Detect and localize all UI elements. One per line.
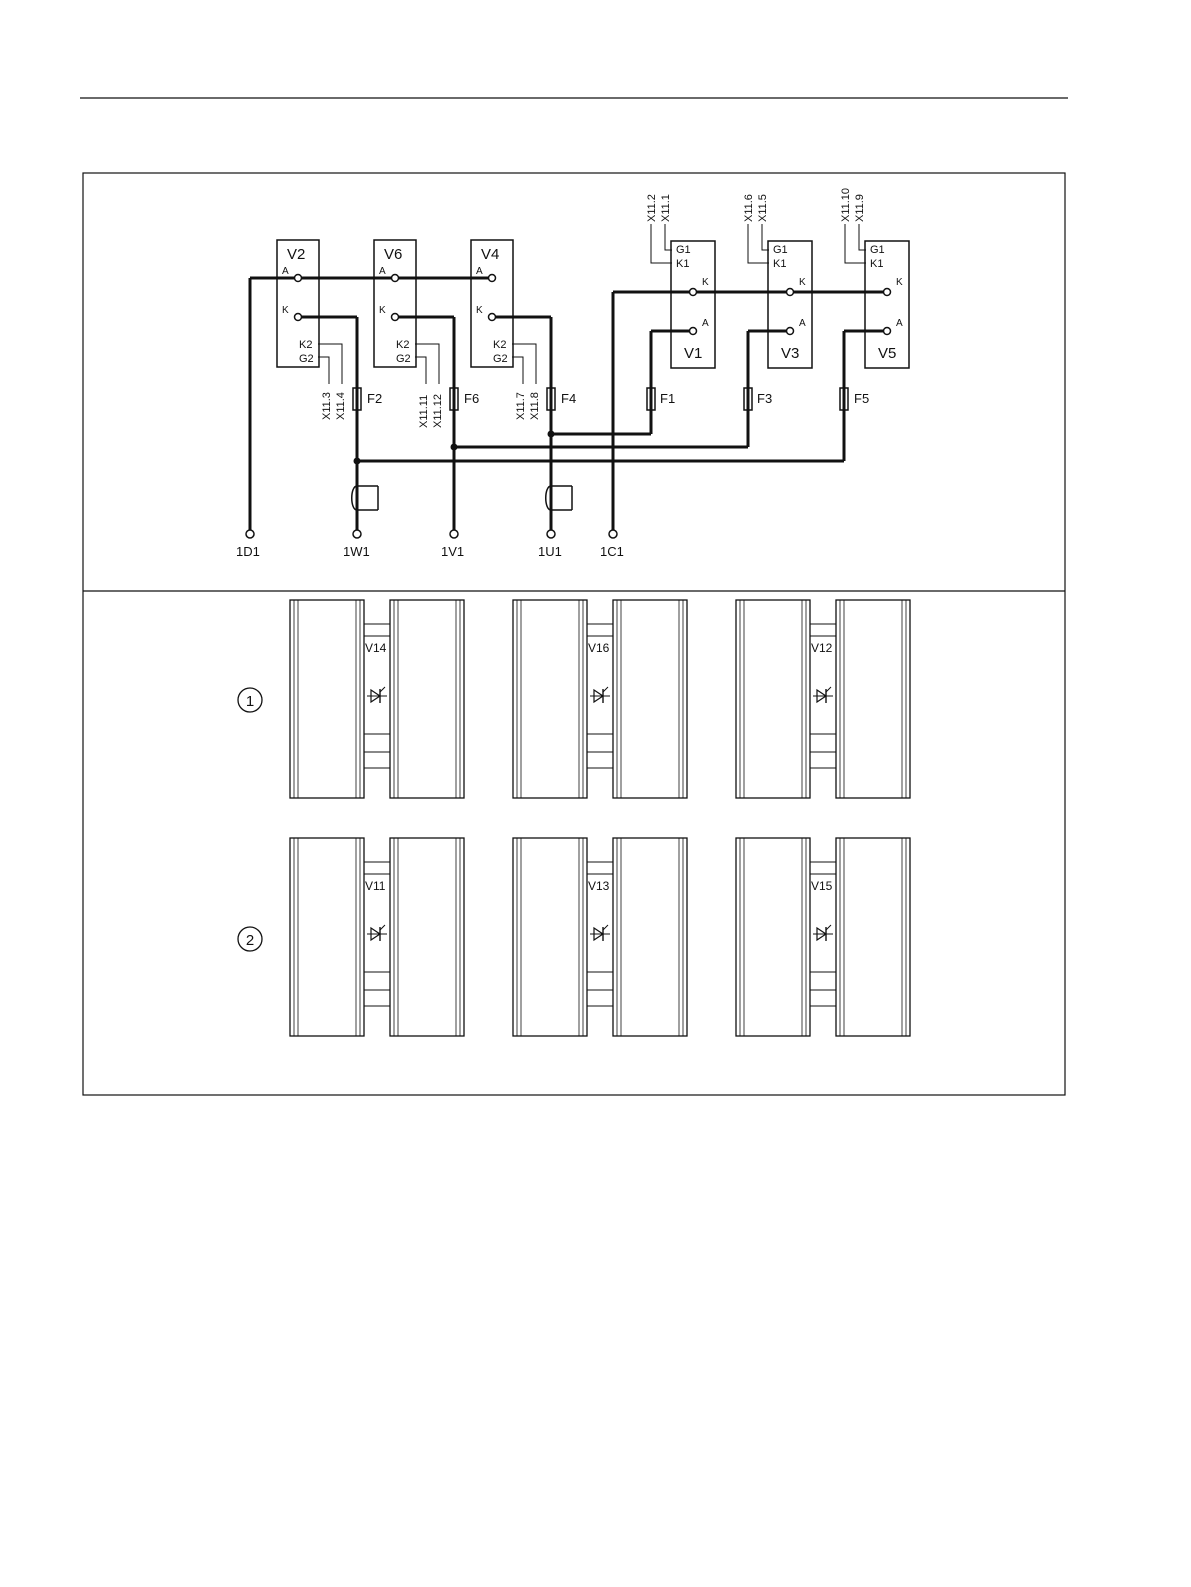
svg-text:X11.12: X11.12 xyxy=(432,394,444,428)
svg-text:K: K xyxy=(282,305,289,316)
heatsink-row-1-marker: 1 xyxy=(238,688,262,712)
svg-text:K2: K2 xyxy=(396,339,409,351)
terminal-1d1: 1D1 xyxy=(236,530,260,559)
thyristor-icon xyxy=(590,925,610,941)
svg-text:G1: G1 xyxy=(773,244,788,256)
module-v4-label: V4 xyxy=(481,246,499,263)
svg-text:1W1: 1W1 xyxy=(343,544,370,559)
svg-text:K: K xyxy=(476,305,483,316)
svg-text:K: K xyxy=(379,305,386,316)
module-v1: G1 K1 K A V1 X11.2 X11.1 xyxy=(646,194,715,368)
svg-text:X11.4: X11.4 xyxy=(335,392,347,420)
svg-text:G1: G1 xyxy=(676,244,691,256)
thyristor-icon xyxy=(813,925,833,941)
terminal-1u1: 1U1 xyxy=(538,530,562,559)
svg-text:X11.2: X11.2 xyxy=(646,194,658,222)
terminal-1w1: 1W1 xyxy=(343,530,370,559)
module-v2: V2 A K K2 G2 X11.3 X11.4 xyxy=(277,240,347,420)
svg-text:X11.7: X11.7 xyxy=(515,392,527,420)
svg-text:F2: F2 xyxy=(367,391,382,406)
svg-text:K1: K1 xyxy=(870,258,883,270)
svg-text:1V1: 1V1 xyxy=(441,544,464,559)
thyristor-icon xyxy=(367,925,387,941)
svg-text:K1: K1 xyxy=(773,258,786,270)
heatsink-label: V11 xyxy=(365,879,386,893)
thyristor-icon xyxy=(367,687,387,703)
heatsink-label: V15 xyxy=(811,879,833,893)
svg-text:K1: K1 xyxy=(676,258,689,270)
heatsink-v14: V14 xyxy=(290,600,464,798)
terminal-1v1: 1V1 xyxy=(441,530,464,559)
svg-text:1D1: 1D1 xyxy=(236,544,260,559)
svg-text:X11.9: X11.9 xyxy=(854,194,866,222)
module-v1-label: V1 xyxy=(684,345,702,362)
thyristor-icon xyxy=(813,687,833,703)
heatsink-v12: V12 xyxy=(736,600,910,798)
thyristor-icon xyxy=(590,687,610,703)
svg-text:K2: K2 xyxy=(299,339,312,351)
svg-text:F1: F1 xyxy=(660,391,675,406)
svg-text:X11.11: X11.11 xyxy=(418,395,430,428)
svg-text:1U1: 1U1 xyxy=(538,544,562,559)
svg-text:A: A xyxy=(896,318,903,329)
heatsink-label: V13 xyxy=(588,879,610,893)
svg-text:K: K xyxy=(799,277,806,288)
svg-text:G1: G1 xyxy=(870,244,885,256)
svg-text:1: 1 xyxy=(246,693,254,710)
svg-text:X11.10: X11.10 xyxy=(840,188,852,222)
module-v2-label: V2 xyxy=(287,246,305,263)
svg-text:K2: K2 xyxy=(493,339,506,351)
svg-text:F6: F6 xyxy=(464,391,479,406)
svg-text:A: A xyxy=(282,266,289,277)
svg-text:X11.6: X11.6 xyxy=(743,194,755,222)
heatsink-label: V16 xyxy=(588,641,610,655)
svg-text:A: A xyxy=(476,266,483,277)
svg-text:G2: G2 xyxy=(299,353,314,365)
heatsink-v16: V16 xyxy=(513,600,687,798)
svg-text:A: A xyxy=(379,266,386,277)
svg-text:X11.3: X11.3 xyxy=(321,392,333,420)
module-v5: G1 K1 K A V5 X11.10 X11.9 xyxy=(840,188,909,368)
svg-text:X11.5: X11.5 xyxy=(757,194,769,222)
svg-text:F4: F4 xyxy=(561,391,576,406)
svg-text:K: K xyxy=(702,277,709,288)
terminal-1c1: 1C1 xyxy=(600,530,624,559)
module-v6-label: V6 xyxy=(384,246,402,263)
module-v3-label: V3 xyxy=(781,345,799,362)
svg-text:G2: G2 xyxy=(493,353,508,365)
module-v5-label: V5 xyxy=(878,345,896,362)
svg-text:F3: F3 xyxy=(757,391,772,406)
svg-text:X11.1: X11.1 xyxy=(660,194,672,222)
svg-text:F5: F5 xyxy=(854,391,869,406)
svg-text:K: K xyxy=(896,277,903,288)
heatsink-label: V14 xyxy=(365,641,387,655)
heatsink-v15: V15 xyxy=(736,838,910,1036)
svg-text:A: A xyxy=(702,318,709,329)
svg-text:A: A xyxy=(799,318,806,329)
svg-text:G2: G2 xyxy=(396,353,411,365)
module-v3: G1 K1 K A V3 X11.6 X11.5 xyxy=(743,194,812,368)
heatsink-v13: V13 xyxy=(513,838,687,1036)
heatsink-label: V12 xyxy=(811,641,833,655)
heatsink-v11: V11 xyxy=(290,838,464,1036)
svg-text:2: 2 xyxy=(246,932,254,949)
svg-text:X11.8: X11.8 xyxy=(529,392,541,420)
module-v4: V4 A K K2 G2 X11.7 X11.8 xyxy=(471,240,541,420)
svg-text:1C1: 1C1 xyxy=(600,544,624,559)
heatsink-row-2-marker: 2 xyxy=(238,927,262,951)
module-v6: V6 A K K2 G2 X11.11 X11.12 xyxy=(374,240,444,428)
